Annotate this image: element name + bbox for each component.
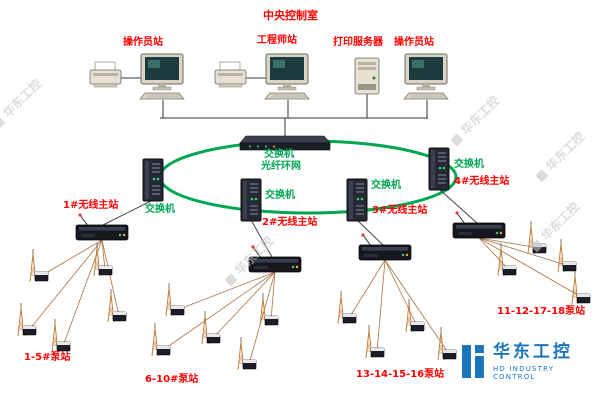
wireless-master-label-1: 1#无线主站 bbox=[63, 200, 119, 211]
pump-group-label-2: 6-10#泵站 bbox=[145, 374, 199, 385]
cluster-links-2 bbox=[162, 271, 276, 365]
workstation-icon-1 bbox=[139, 53, 185, 100]
workstation-icon-3 bbox=[403, 53, 449, 100]
trunk-lines bbox=[121, 77, 428, 137]
master-links bbox=[102, 188, 478, 258]
ring-switch-label-4: 交换机 bbox=[454, 159, 484, 170]
remote-station-icon bbox=[17, 302, 37, 337]
ring-switch-label-3: 交换机 bbox=[371, 180, 401, 191]
print-server-icon bbox=[354, 57, 380, 95]
remote-station-icon bbox=[365, 324, 385, 359]
printer-icon-1 bbox=[89, 61, 122, 88]
wireless-master-icon-2 bbox=[248, 244, 302, 273]
remote-station-icon bbox=[51, 318, 71, 353]
workstation-icon-2 bbox=[264, 53, 310, 100]
remote-station-icon bbox=[497, 242, 517, 277]
vendor-logo-name: 华东工控 bbox=[492, 342, 573, 362]
remote-station-icon bbox=[29, 248, 49, 283]
ring-switch-label-1: 交换机 bbox=[145, 204, 175, 215]
wireless-master-icon-1 bbox=[75, 212, 129, 241]
remote-station-icon bbox=[237, 336, 257, 371]
remote-station-icon bbox=[437, 326, 457, 361]
vendor-logo-subtitle: HD INDUSTRY CONTROL bbox=[492, 365, 555, 382]
remote-station-icon bbox=[165, 282, 185, 317]
station-label-operator-1: 操作员站 bbox=[123, 37, 163, 48]
remote-station-icon bbox=[201, 310, 221, 345]
wireless-master-label-2: 2#无线主站 bbox=[262, 217, 318, 228]
vendor-logo-icon bbox=[462, 345, 484, 378]
cluster-links-3 bbox=[348, 259, 450, 355]
fiber-ring bbox=[158, 139, 458, 215]
station-label-print-server: 打印服务器 bbox=[333, 37, 383, 48]
fiber-ring-label: 光纤环网 bbox=[261, 161, 301, 172]
wireless-master-icon-4 bbox=[452, 210, 506, 239]
ring-switch-icon-1 bbox=[142, 158, 164, 202]
central-switch-label: 交换机 bbox=[264, 149, 294, 160]
station-label-operator-2: 操作员站 bbox=[394, 37, 434, 48]
remote-station-icon bbox=[151, 322, 171, 357]
remote-station-icon bbox=[557, 238, 577, 273]
pump-group-label-1: 1-5#泵站 bbox=[24, 352, 71, 363]
pump-group-label-3: 13-14-15-16泵站 bbox=[356, 369, 445, 380]
remote-station-icon bbox=[337, 290, 357, 325]
ring-switch-icon-3 bbox=[346, 178, 368, 222]
wireless-master-label-3: 3#无线主站 bbox=[372, 205, 428, 216]
station-label-engineer: 工程师站 bbox=[257, 35, 297, 46]
cluster-links-4 bbox=[478, 237, 584, 299]
diagram-title: 中央控制室 bbox=[263, 9, 318, 22]
remote-station-icon bbox=[527, 220, 547, 255]
remote-station-icon bbox=[571, 270, 591, 305]
wireless-master-label-4: 4#无线主站 bbox=[454, 176, 510, 187]
printer-icon-2 bbox=[214, 61, 247, 88]
ring-switch-icon-2 bbox=[240, 178, 262, 222]
wireless-master-icon-3 bbox=[358, 232, 412, 261]
cluster-links-1 bbox=[28, 239, 120, 347]
vendor-logo: 华东工控 HD INDUSTRY CONTROL bbox=[462, 342, 600, 381]
remote-station-icon bbox=[259, 292, 279, 327]
pump-group-label-4: 11-12-17-18泵站 bbox=[497, 306, 586, 317]
ring-switch-label-2: 交换机 bbox=[265, 190, 295, 201]
central-switch-icon bbox=[239, 135, 331, 151]
ring-switch-icon-4 bbox=[428, 147, 450, 191]
